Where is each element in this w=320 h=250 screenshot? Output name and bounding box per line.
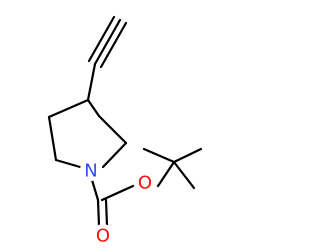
bond-n-carbonyl-carbon [90,178,100,202]
pyrrolidine-ring [47,98,128,169]
ring-bond-c3-c4 [47,98,90,119]
ring-bond-c5-n [54,158,82,169]
svg-text:O: O [96,226,110,247]
atom-o-carbonyl: O [92,224,114,247]
svg-text:O: O [138,173,152,194]
ring-bond-n-c2 [97,114,128,145]
ring-bond-c4-c5 [47,115,58,162]
bond-ester-oxygen-quaternary [156,160,176,188]
molecule-structure: N O O [47,15,203,247]
bond-quaternary-methyl-2 [172,147,203,164]
ring-bond-c2-n [101,141,128,169]
triple-bond-alkyne [87,15,128,69]
atom-o-ester: O [134,171,156,194]
carbonyl-double-bond [96,198,109,228]
svg-text:N: N [84,161,97,182]
bond-quaternary-methyl-3 [172,160,196,190]
ring-bond-c2-c3 [86,98,101,118]
bond-carbonyl-ester-oxygen [100,184,135,202]
bond-quaternary-methyl-1 [142,147,176,164]
bond-ring-to-ethynyl [86,62,97,102]
atom-n: N [80,159,102,182]
